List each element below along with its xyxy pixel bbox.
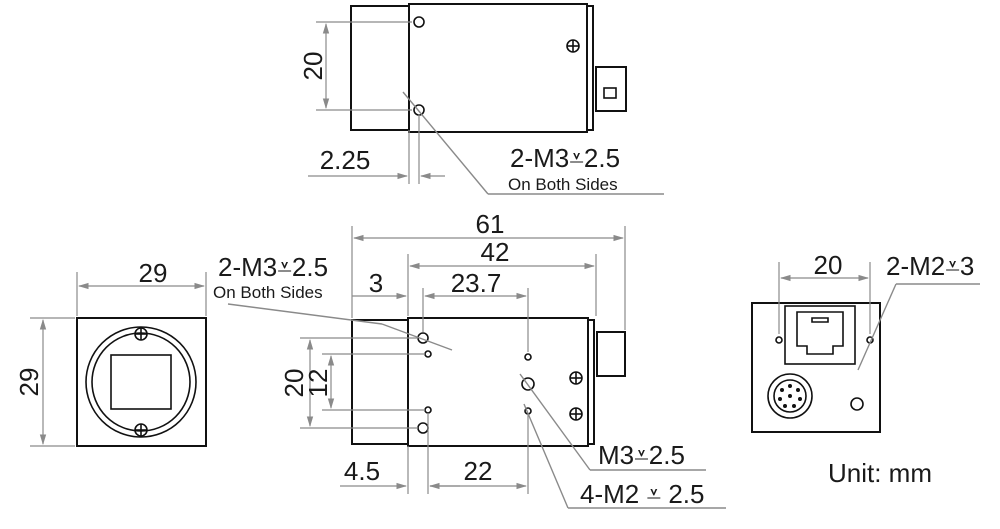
front-view: 29 29 xyxy=(14,258,207,447)
dim-side-height-20-label: 20 xyxy=(279,369,309,398)
rear-view-led-indicator xyxy=(850,397,864,411)
callout-side-holes: 2-M3⩡2.5 xyxy=(218,252,328,282)
side-view-connector xyxy=(596,331,626,377)
callout-m3-hole: M3⩡2.5 xyxy=(598,440,685,470)
rear-view-io-connector-inner xyxy=(773,379,807,413)
side-view-hole-m3-center xyxy=(521,377,535,391)
top-view-connector-slot xyxy=(603,87,617,99)
rear-view: 20 2-M2⩡3 xyxy=(751,250,980,433)
dim-side-height-12-label: 12 xyxy=(303,369,333,398)
rear-view-rj45-icon xyxy=(796,311,844,355)
side-view-back-flange xyxy=(587,319,595,445)
front-view-mount-outer xyxy=(85,326,197,438)
front-view-sensor-window xyxy=(110,354,172,410)
top-view-back-flange xyxy=(586,5,594,131)
dim-side-bottom-22-label: 22 xyxy=(464,456,493,486)
dim-side-offset-3-label: 3 xyxy=(369,268,383,298)
dim-side-bottom-4-5-label: 4.5 xyxy=(344,456,380,486)
side-view-hole-m2-c xyxy=(524,353,532,361)
dim-rear-width-label: 20 xyxy=(814,250,843,280)
dim-front-height-label: 29 xyxy=(14,368,44,397)
callout-rear-holes: 2-M2⩡3 xyxy=(886,251,974,281)
unit-label: Unit: mm xyxy=(828,458,932,488)
dim-top-height-label: 20 xyxy=(298,52,328,81)
rear-view-io-connector-outer xyxy=(767,373,813,419)
rear-view-ethernet-port xyxy=(784,305,856,365)
top-view-body xyxy=(408,3,588,133)
dim-side-length-total-label: 61 xyxy=(476,209,505,239)
dim-front-width-label: 29 xyxy=(139,258,168,288)
callout-m2-holes: 4-M2 ⩡ 2.5 xyxy=(580,479,705,509)
dim-side-offset-23-7-label: 23.7 xyxy=(451,268,502,298)
callout-top-holes: 2-M3⩡2.5 xyxy=(510,143,620,173)
side-view-body xyxy=(407,317,589,447)
rear-view-hole-left xyxy=(775,336,783,344)
callout-top-holes-note: On Both Sides xyxy=(508,175,618,194)
dim-top-offset-label: 2.25 xyxy=(320,145,371,175)
side-view: 61 42 3 23.7 20 12 4.5 22 2-M3⩡2.5 On Bo… xyxy=(213,209,726,509)
dim-side-length-body-label: 42 xyxy=(481,237,510,267)
rear-view-io-pins xyxy=(778,384,802,408)
top-view-lens-mount xyxy=(350,5,410,131)
top-view-hole-upper xyxy=(413,16,425,28)
callout-side-holes-note: On Both Sides xyxy=(213,283,323,302)
top-view-connector xyxy=(595,66,627,112)
top-view: 20 2.25 2-M3⩡2.5 On Both Sides xyxy=(298,3,664,195)
